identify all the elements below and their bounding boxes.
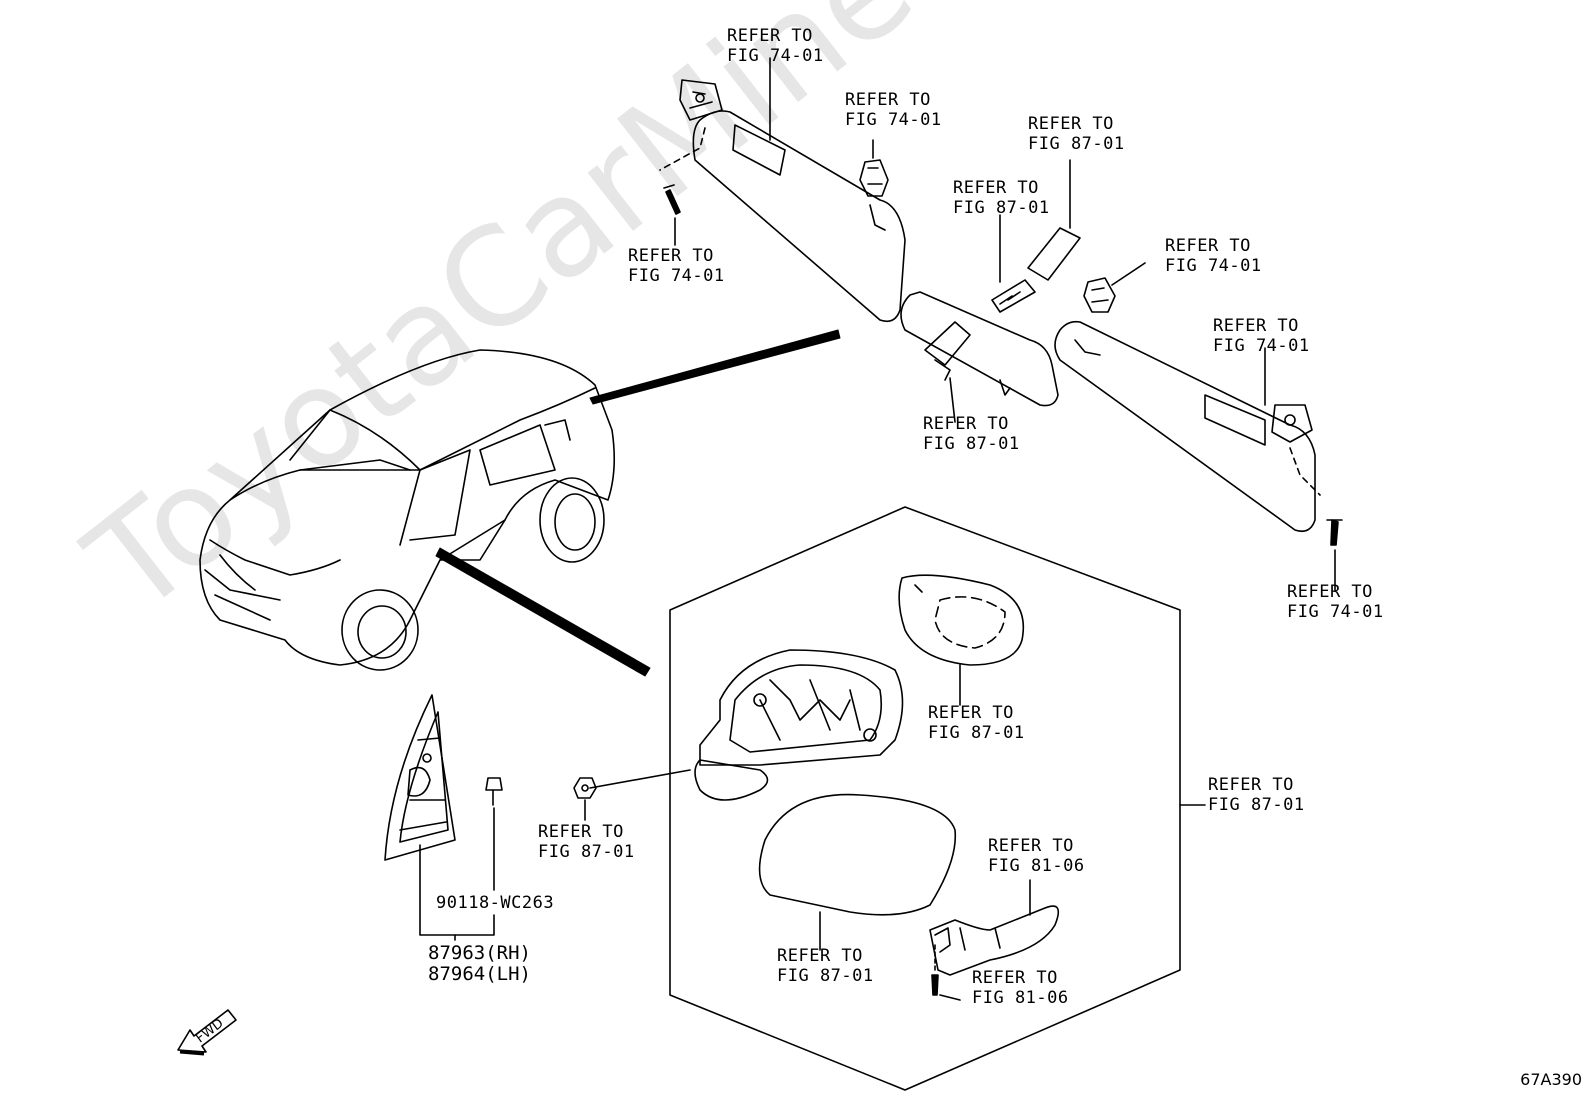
part-number-trim-rh: 87963(RH) [428, 942, 531, 964]
label-signal-screw: REFER TO FIG 81-06 [972, 968, 1069, 1008]
sun-visor-rh [1054, 320, 1316, 533]
mirror-housing [694, 649, 904, 801]
trim-clip [485, 777, 503, 806]
visor-rh-screw-dashline [1289, 447, 1321, 496]
visor-lh-clip [859, 159, 889, 197]
fwd-arrow-icon: FWD [177, 1009, 237, 1056]
mirror-nut [573, 777, 597, 799]
leader-band-lower [435, 547, 651, 677]
signal-screw [931, 974, 939, 996]
signal-screw-leader [939, 994, 961, 1001]
diagram-code: 67A390 [1520, 1070, 1582, 1089]
label-mirror-nut: REFER TO FIG 87-01 [538, 822, 635, 862]
part-number-trim-lh: 87964(LH) [428, 963, 531, 985]
label-visor-lh-clip: REFER TO FIG 74-01 [845, 90, 942, 130]
mirror-nut-leader [589, 769, 691, 789]
turn-signal-lamp [929, 905, 1060, 976]
door-trim-triangle [384, 694, 456, 861]
label-visor-rh-screw: REFER TO FIG 74-01 [1287, 582, 1384, 622]
trim-bracket-leader [419, 844, 495, 936]
car-outline [199, 349, 616, 671]
rear-mirror-leader [949, 377, 956, 423]
visor-rh-clip [1083, 277, 1116, 313]
visor-lh-screw [663, 184, 681, 215]
label-outer-mirror-assy: REFER TO FIG 87-01 [1208, 775, 1305, 815]
label-rear-mirror-cover: REFER TO FIG 87-01 [1028, 114, 1125, 154]
mirror-glass [898, 574, 1024, 666]
rear-view-mirror [900, 227, 1081, 407]
part-number-clip: 90118-WC263 [436, 893, 555, 913]
label-visor-rh-clip: REFER TO FIG 74-01 [1165, 236, 1262, 276]
label-visor-rh-body: REFER TO FIG 74-01 [1213, 316, 1310, 356]
label-visor-lh-top: REFER TO FIG 74-01 [727, 26, 824, 66]
leader-band-upper [589, 329, 841, 405]
label-mirror-cover: REFER TO FIG 87-01 [777, 946, 874, 986]
visor-rh-screw [1326, 519, 1343, 546]
sun-visor-lh [679, 79, 906, 323]
label-visor-lh-screw: REFER TO FIG 74-01 [628, 246, 725, 286]
label-rear-mirror: REFER TO FIG 87-01 [923, 414, 1020, 454]
label-signal-lamp: REFER TO FIG 81-06 [988, 836, 1085, 876]
outer-mirror-frame [669, 506, 1181, 1091]
visor-rh-clip-leader [1111, 262, 1146, 286]
label-mirror-glass: REFER TO FIG 87-01 [928, 703, 1025, 743]
mirror-cover [758, 793, 957, 916]
label-rear-mirror-bracket: REFER TO FIG 87-01 [953, 178, 1050, 218]
